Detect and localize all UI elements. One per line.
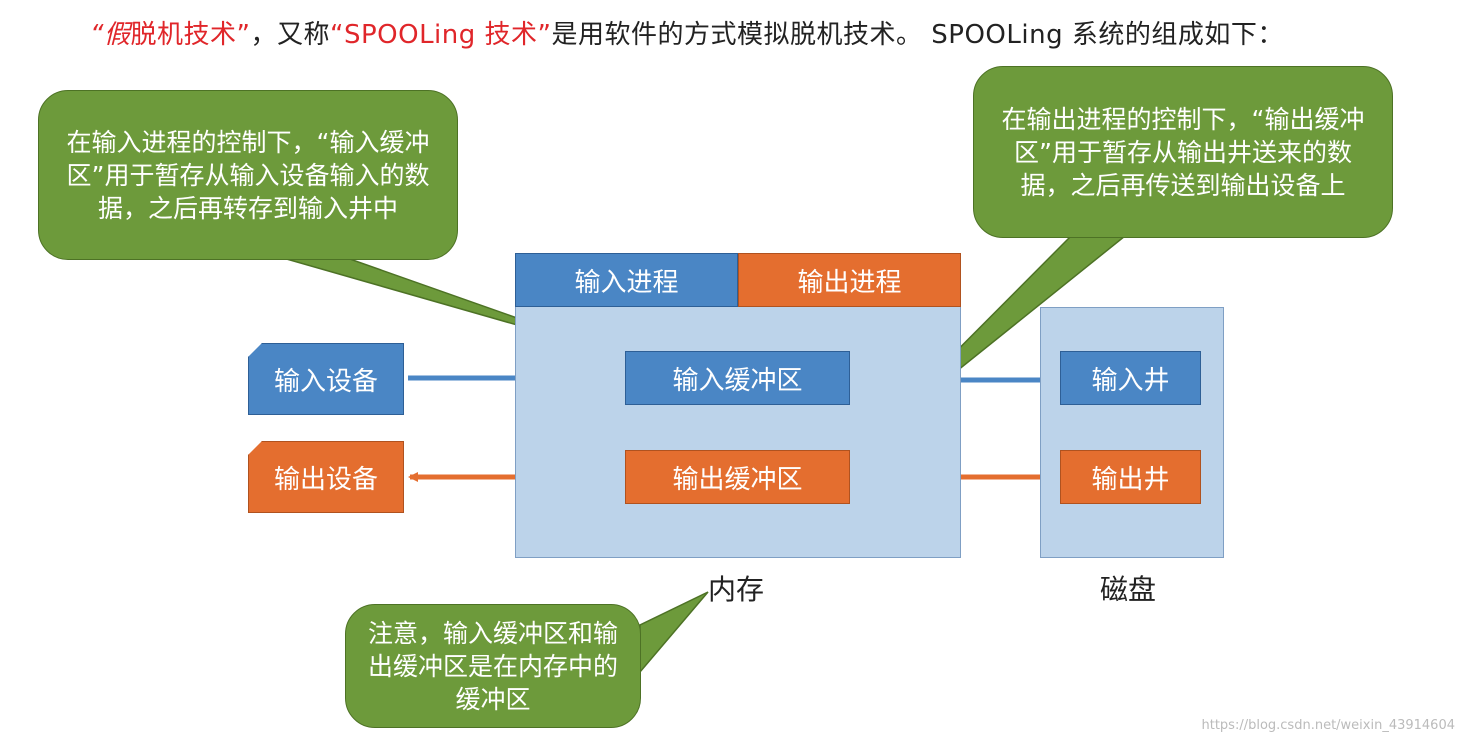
title-description: 是用软件的方式模拟脱机技术。 SPOOLing 系统的组成如下： [551,20,1284,50]
input-well-label: 输入井 [1091,365,1170,396]
input-device-label: 输入设备 [273,366,378,397]
title-quote-fake: “假 [90,20,131,50]
title-also-called: ，又称 [250,20,330,50]
output-buffer-label: 输出缓冲区 [672,464,803,495]
output-callout-text: 在输出进程的控制下，“输出缓冲区”用于暂存从输出井送来的数据，之后再传送到输出设… [1001,104,1365,200]
disk-caption: 磁盘 [1100,573,1157,606]
title-offline-tech: 脱机技术” [130,20,251,50]
disk-panel [1040,307,1224,558]
memory-callout: 注意，输入缓冲区和输出缓冲区是在内存中的缓冲区 [345,604,641,728]
input-buffer-label: 输入缓冲区 [672,365,803,396]
input-process-box: 输入进程 [515,253,738,307]
input-callout-text: 在输入进程的控制下，“输入缓冲区”用于暂存从输入设备输入的数据，之后再转存到输入… [66,127,430,223]
input-callout: 在输入进程的控制下，“输入缓冲区”用于暂存从输入设备输入的数据，之后再转存到输入… [38,90,458,260]
input-well-box: 输入井 [1060,351,1201,405]
page-title: “假脱机技术”，又称“SPOOLing 技术”是用软件的方式模拟脱机技术。 SP… [90,14,1284,51]
memory-callout-text: 注意，输入缓冲区和输出缓冲区是在内存中的缓冲区 [367,618,618,714]
output-well-label: 输出井 [1091,464,1170,495]
memory-caption: 内存 [708,573,765,606]
watermark-url: https://blog.csdn.net/weixin_43914604 [1201,718,1455,733]
output-process-box: 输出进程 [738,253,961,307]
input-process-label: 输入进程 [574,267,679,298]
output-process-label: 输出进程 [797,267,902,298]
output-device-label: 输出设备 [273,464,378,495]
memory-callout-tail [639,591,709,675]
output-buffer-box: 输出缓冲区 [625,450,850,504]
input-buffer-box: 输入缓冲区 [625,351,850,405]
title-spooling-tech: “SPOOLing 技术” [329,20,552,50]
output-well-box: 输出井 [1060,450,1201,504]
input-device-box: 输入设备 [248,343,404,415]
output-device-box: 输出设备 [248,441,404,513]
output-callout: 在输出进程的控制下，“输出缓冲区”用于暂存从输出井送来的数据，之后再传送到输出设… [973,66,1393,238]
